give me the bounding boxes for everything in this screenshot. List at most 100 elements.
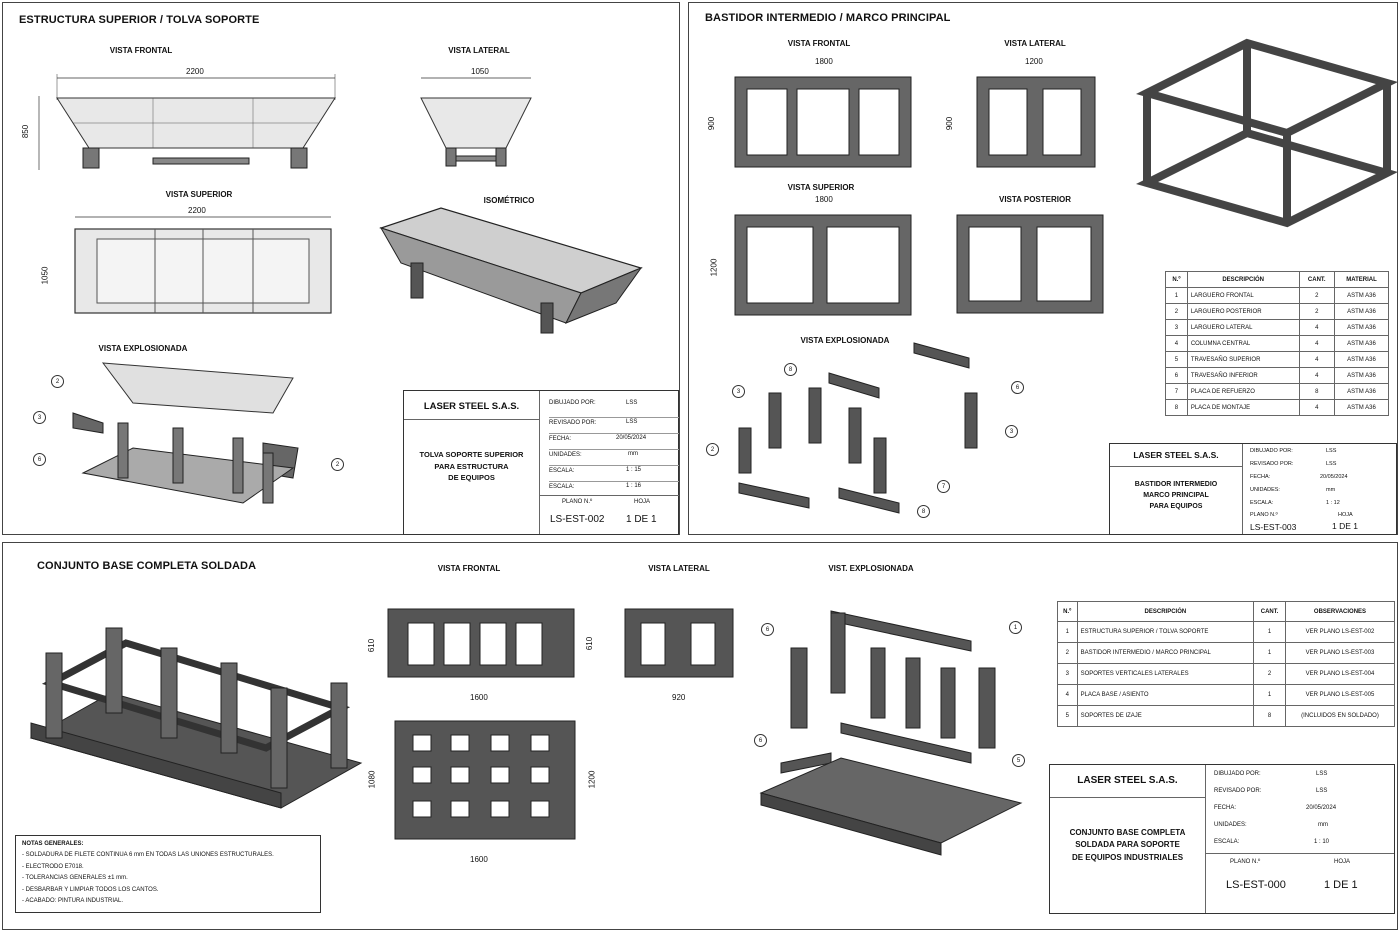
tb-field: REVISADO POR: bbox=[1214, 788, 1262, 794]
tolva-top-view bbox=[74, 216, 332, 314]
view-label-top: VISTA SUPERIOR bbox=[165, 190, 233, 199]
bastidor-back-view bbox=[956, 214, 1104, 314]
conjunto-top-view bbox=[394, 720, 576, 840]
balloon-callout: 2 bbox=[331, 458, 344, 471]
title-block: LASER STEEL S.A.S. CONJUNTO BASE COMPLET… bbox=[1049, 764, 1395, 914]
title-block: LASER STEEL S.A.S. TOLVA SOPORTE SUPERIO… bbox=[403, 390, 679, 535]
balloon-callout: 3 bbox=[1005, 425, 1018, 438]
drawing-sheet-tolva: ESTRUCTURA SUPERIOR / TOLVA SOPORTE VIST… bbox=[2, 2, 680, 535]
balloon-callout: 6 bbox=[1011, 381, 1024, 394]
view-label-back: VISTA POSTERIOR bbox=[998, 195, 1071, 204]
tolva-front-view bbox=[38, 74, 336, 170]
dim-front-height-left: 610 bbox=[367, 638, 377, 653]
tb-field: ESCALA: bbox=[549, 481, 679, 490]
plano-label: PLANO N.º bbox=[1250, 512, 1278, 518]
sheet-number: 1 DE 1 bbox=[1332, 521, 1358, 531]
view-label-exploded: VISTA EXPLOSIONADA bbox=[800, 336, 890, 345]
balloon-callout: 6 bbox=[761, 623, 774, 636]
dim-top-width: 1800 bbox=[815, 195, 833, 204]
dim-top-height-right: 1200 bbox=[587, 770, 597, 789]
tb-value: 1 : 12 bbox=[1326, 500, 1340, 506]
sheet-title: BASTIDOR INTERMEDIO / MARCO PRINCIPAL bbox=[705, 12, 951, 24]
dim-front-width: 1800 bbox=[815, 57, 833, 66]
tb-value: 20/05/2024 bbox=[1306, 805, 1337, 811]
note-item: - TOLERANCIAS GENERALES ±1 mm. bbox=[22, 875, 128, 882]
dim-front-height: 900 bbox=[707, 116, 717, 131]
drawing-description: BASTIDOR INTERMEDIO MARCO PRINCIPAL PARA… bbox=[1134, 481, 1218, 510]
view-label-exploded: VISTA EXPLOSIONADA bbox=[98, 344, 188, 353]
dim-front-height: 850 bbox=[21, 124, 31, 139]
view-label-front: VISTA FRONTAL bbox=[109, 46, 173, 55]
tolva-side-view bbox=[420, 77, 532, 167]
drawing-description: CONJUNTO BASE COMPLETA SOLDADA PARA SOPO… bbox=[1069, 828, 1186, 862]
view-label-side: VISTA LATERAL bbox=[448, 46, 510, 55]
view-label-side: VISTA LATERAL bbox=[648, 564, 710, 573]
tb-field: UNIDADES: bbox=[1214, 822, 1247, 828]
tb-field: DIBUJADO POR: bbox=[1214, 771, 1261, 777]
conjunto-isometric-view bbox=[29, 627, 363, 809]
view-label-exploded: VIST. EXPLOSIONADA bbox=[828, 564, 914, 573]
title-block: LASER STEEL S.A.S. BASTIDOR INTERMEDIO M… bbox=[1109, 443, 1397, 535]
tolva-exploded-view bbox=[72, 362, 299, 504]
tb-value: 20/05/2024 bbox=[616, 435, 647, 441]
company-name: LASER STEEL S.A.S. bbox=[1077, 775, 1178, 786]
tb-value: mm bbox=[628, 451, 638, 457]
tolva-isometric-view bbox=[379, 207, 643, 334]
conjunto-exploded-view bbox=[759, 610, 1023, 856]
dim-top-height: 1050 bbox=[40, 266, 50, 285]
bastidor-isometric-view bbox=[1136, 38, 1398, 228]
plano-label: PLANO N.º bbox=[1230, 859, 1261, 865]
tb-value: LSS bbox=[1316, 771, 1328, 777]
dim-top-width: 2200 bbox=[188, 206, 206, 215]
conjunto-front-view bbox=[387, 608, 575, 678]
tb-field: UNIDADES: bbox=[1250, 487, 1280, 493]
balloon-callout: 5 bbox=[1012, 754, 1025, 767]
bastidor-top-view bbox=[734, 214, 912, 316]
tb-value: LSS bbox=[626, 419, 638, 425]
drawing-number: LS-EST-000 bbox=[1226, 879, 1286, 891]
drawing-number: LS-EST-002 bbox=[550, 514, 605, 525]
note-item: - ELECTRODO E7018. bbox=[22, 863, 84, 870]
tb-field: FECHA: bbox=[1214, 805, 1237, 811]
note-item: - ACABADO: PINTURA INDUSTRIAL. bbox=[22, 897, 124, 904]
tb-field: FECHA: bbox=[1250, 474, 1271, 480]
drawing-sheet-conjunto: CONJUNTO BASE COMPLETA SOLDADA NOTAS GEN… bbox=[2, 542, 1398, 930]
tb-value: 1 : 16 bbox=[626, 483, 642, 489]
view-label-iso: ISOMÉTRICO bbox=[483, 196, 535, 205]
tb-field: REVISADO POR: bbox=[1250, 461, 1294, 467]
bastidor-front-view bbox=[734, 76, 912, 168]
balloon-callout: 6 bbox=[754, 734, 767, 747]
tb-value: LSS bbox=[1326, 448, 1337, 454]
balloon-callout: 3 bbox=[33, 411, 46, 424]
view-label-side: VISTA LATERAL bbox=[1004, 39, 1066, 48]
balloon-callout: 8 bbox=[784, 363, 797, 376]
company-name: LASER STEEL S.A.S. bbox=[423, 401, 520, 412]
view-label-front: VISTA FRONTAL bbox=[437, 564, 501, 573]
tb-value: mm bbox=[1318, 822, 1328, 828]
dim-front-width: 1600 bbox=[470, 693, 488, 702]
dim-side-width: 1050 bbox=[471, 67, 489, 76]
drawing-number: LS-EST-003 bbox=[1250, 522, 1297, 532]
sheet-number: 1 DE 1 bbox=[1324, 879, 1358, 891]
tb-field: DIBUJADO POR: bbox=[1250, 448, 1293, 454]
conjunto-side-view bbox=[624, 608, 734, 678]
dim-front-width: 2200 bbox=[186, 67, 204, 76]
dim-top-height: 1200 bbox=[709, 258, 719, 277]
general-notes: NOTAS GENERALES: - SOLDADURA DE FILETE C… bbox=[15, 835, 321, 913]
balloon-callout: 2 bbox=[706, 443, 719, 456]
company-name: LASER STEEL S.A.S. bbox=[1133, 450, 1219, 460]
tb-field: REVISADO POR: bbox=[549, 417, 679, 426]
sheet-title: ESTRUCTURA SUPERIOR / TOLVA SOPORTE bbox=[19, 14, 260, 26]
hoja-label: HOJA bbox=[1334, 859, 1351, 865]
hoja-label: HOJA bbox=[1338, 512, 1353, 518]
